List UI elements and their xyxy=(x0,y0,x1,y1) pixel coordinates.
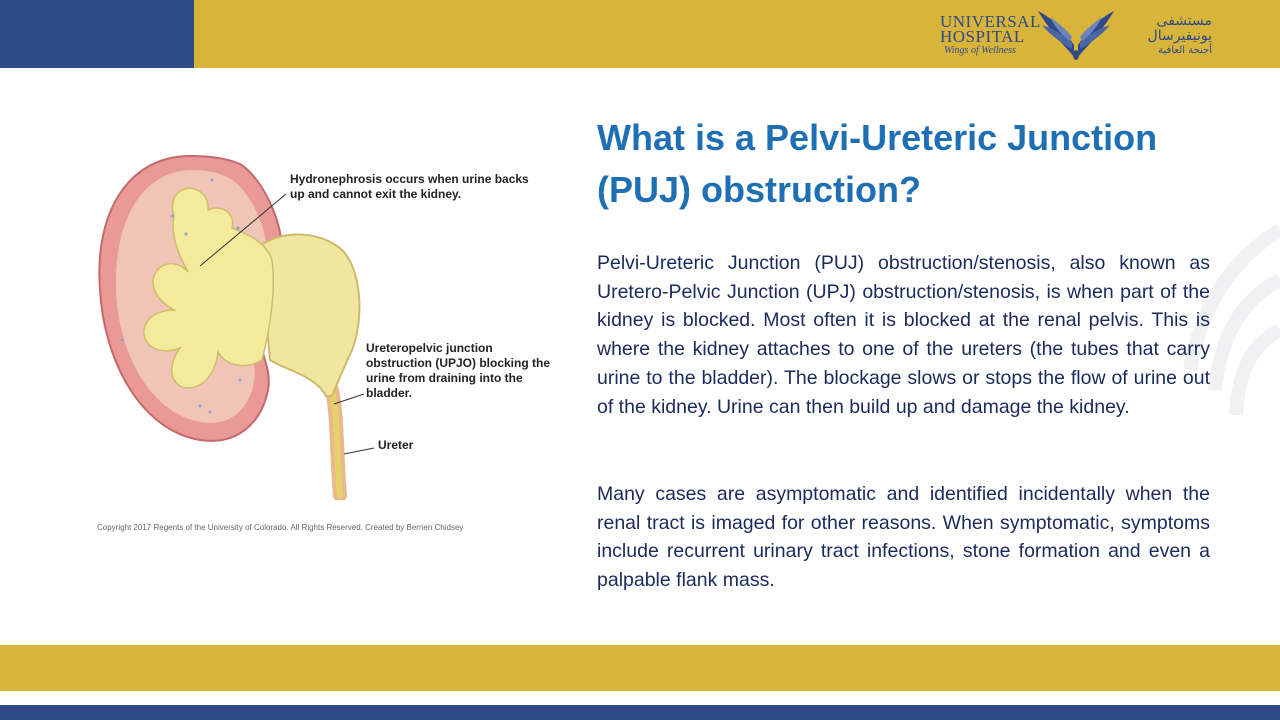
logo-name-line1: UNIVERSAL xyxy=(940,12,1041,31)
logo-name-line2: HOSPITAL xyxy=(940,27,1025,46)
kidney-illustration xyxy=(98,154,375,500)
wings-watermark xyxy=(1183,223,1280,416)
footer-gold-band xyxy=(0,645,1280,691)
paragraph-symptoms: Many cases are asymptomatic and identifi… xyxy=(597,483,1210,592)
kidney-diagram xyxy=(98,154,375,500)
header-navy-band xyxy=(0,0,194,68)
callout-ureter: Ureter xyxy=(378,438,414,452)
hospital-logo: UNIVERSAL HOSPITAL Wings of Wellness مست… xyxy=(936,6,1216,62)
logo-arabic-tagline: أجنحة العافية xyxy=(1158,45,1212,56)
illustration-copyright: Copyright 2017 Regents of the University… xyxy=(97,523,464,532)
logo-arabic-name: مستشفى يونيفيرسال xyxy=(1147,13,1212,44)
wings-icon xyxy=(1038,11,1114,60)
logo-tagline: Wings of Wellness xyxy=(944,45,1016,56)
slide-title: What is a Pelvi-Ureteric Junction (PUJ) … xyxy=(597,117,1158,210)
paragraph-definition: Pelvi-Ureteric Junction (PUJ) obstructio… xyxy=(597,252,1210,418)
callout-hydronephrosis: Hydronephrosis occurs when urine backs u… xyxy=(290,172,529,201)
logo-english-text: UNIVERSAL HOSPITAL Wings of Wellness xyxy=(940,12,1041,57)
footer-navy-band xyxy=(0,705,1280,720)
callout-upjo: Ureteropelvic junction obstruction (UPJO… xyxy=(366,341,551,400)
logo-arabic-text: مستشفى يونيفيرسال أجنحة العافية xyxy=(1120,14,1212,58)
